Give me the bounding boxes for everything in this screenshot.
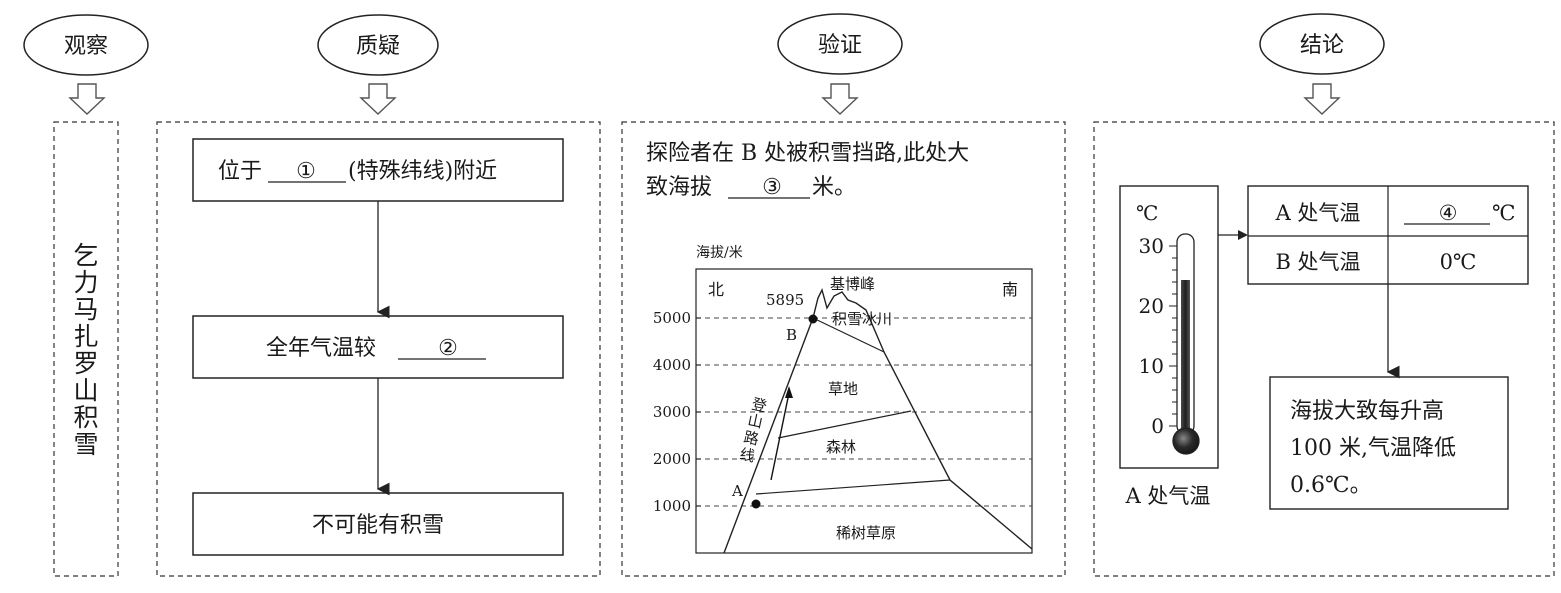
verify-line2-prefix: 致海拔 — [646, 175, 712, 200]
route-char: 山 — [746, 411, 764, 432]
observe-char: 积 — [73, 403, 98, 432]
point-b-label: B — [786, 326, 797, 344]
conclude-panel — [1093, 121, 1555, 577]
north-label: 北 — [708, 280, 724, 299]
lapse-line: 100 米,气温降低 — [1290, 436, 1456, 461]
thermo-tick-label: 20 — [1139, 294, 1164, 318]
table-row1-label: A 处气温 — [1275, 201, 1361, 225]
peak-elevation-label: 5895 — [766, 291, 804, 309]
y-tick-label: 2000 — [653, 450, 691, 468]
thermo-tick-label: 30 — [1139, 234, 1164, 258]
hollow-arrow-down-icon — [1303, 83, 1341, 115]
verify-line2-suffix: 米。 — [812, 175, 856, 200]
y-tick-label: 4000 — [653, 356, 691, 374]
y-tick-label: 3000 — [653, 403, 691, 421]
table-row2-label: B 处气温 — [1275, 250, 1360, 274]
lapse-line: 海拔大致每升高 — [1290, 399, 1444, 424]
question-box-latitude: 位于 ① (特殊纬线)附近 — [192, 138, 564, 202]
route-arrow — [770, 392, 790, 481]
question-box-temperature: 全年气温较 ② — [192, 315, 564, 379]
question-box2-prefix: 全年气温较 — [266, 336, 376, 361]
thermometer-mercury — [1181, 280, 1190, 440]
blank-1: ① — [296, 159, 316, 184]
mountain-outline — [723, 288, 1033, 554]
point-a-label: A — [731, 482, 743, 500]
question-box1-prefix: 位于 — [218, 159, 262, 184]
thermo-unit: ℃ — [1136, 201, 1158, 225]
observe-panel — [53, 121, 119, 577]
question-box1-suffix: (特殊纬线)附近 — [348, 159, 497, 184]
blank-2: ② — [438, 336, 458, 361]
observe-char: 力 — [73, 268, 98, 297]
observe-char: 雪 — [73, 430, 98, 459]
observe-char: 罗 — [73, 349, 98, 378]
zone-grassland-label: 草地 — [828, 380, 858, 398]
point-a-marker — [751, 499, 761, 509]
stage-conclude: 结论 — [1259, 13, 1385, 75]
observe-char: 马 — [73, 295, 98, 324]
blank-4: ④ — [1439, 201, 1458, 225]
temperature-table: A 处气温 ④ ℃ B 处气温 0℃ — [1247, 185, 1529, 285]
verify-panel — [621, 121, 1066, 577]
route-char: 登 — [750, 395, 768, 416]
route-label: 登 山 路 线 — [738, 395, 768, 466]
blank-3: ③ — [762, 175, 782, 200]
hollow-arrow-down-icon — [68, 83, 106, 115]
thermometer-box: ℃ 30 20 10 0 — [1119, 185, 1219, 469]
observe-char: 扎 — [73, 322, 98, 351]
stage-observe-label: 观察 — [64, 34, 108, 59]
question-box-conclusion: 不可能有积雪 — [192, 492, 564, 556]
chart-gridlines — [696, 317, 1032, 507]
observe-vertical-text: 乞 力 马 扎 罗 山 积 雪 — [73, 241, 98, 459]
verify-line1: 探险者在 B 处被积雪挡路,此处大 — [646, 141, 969, 166]
chart-frame — [695, 268, 1033, 554]
zone-glacier-label: 积雪冰川 — [832, 310, 892, 328]
table-row2-value: 0℃ — [1440, 250, 1477, 274]
stage-verify: 验证 — [777, 13, 903, 75]
thermo-caption: A 处气温 — [1125, 484, 1211, 508]
lapse-line: 0.6℃。 — [1290, 473, 1372, 498]
route-char: 路 — [742, 428, 760, 449]
stage-conclude-label: 结论 — [1300, 33, 1344, 58]
hollow-arrow-down-icon — [821, 83, 859, 115]
zone-forest-label: 森林 — [826, 438, 856, 456]
lapse-rate-box: 海拔大致每升高 100 米,气温降低 0.6℃。 — [1269, 376, 1509, 510]
stage-verify-label: 验证 — [818, 33, 862, 58]
stage-observe: 观察 — [23, 14, 149, 76]
observe-char: 乞 — [73, 241, 98, 270]
zone-boundary — [812, 317, 885, 353]
chart-y-axis-title: 海拔/米 — [696, 245, 743, 261]
thermo-tick-label: 10 — [1139, 354, 1164, 378]
observe-char: 山 — [73, 376, 98, 405]
zone-savanna-label: 稀树草原 — [836, 524, 896, 542]
stage-question: 质疑 — [317, 14, 439, 76]
arrow-right-icon — [1238, 230, 1248, 240]
mountain-profile-chart: 海拔/米 5000 4000 3000 2000 1000 北 南 — [653, 245, 1033, 554]
thermometer-bulb — [1172, 427, 1200, 455]
point-b-marker — [808, 314, 818, 324]
y-tick-label: 1000 — [653, 497, 691, 515]
stage-question-label: 质疑 — [356, 34, 400, 59]
hollow-arrow-down-icon — [359, 83, 397, 115]
question-box3-text: 不可能有积雪 — [312, 513, 444, 538]
y-tick-label: 5000 — [653, 309, 691, 327]
thermo-tick-label: 0 — [1151, 414, 1164, 438]
question-panel — [156, 121, 601, 577]
zone-boundary — [777, 410, 912, 439]
table-row1-unit: ℃ — [1492, 201, 1516, 225]
south-label: 南 — [1002, 280, 1018, 299]
route-arrowhead-icon — [785, 386, 793, 398]
zone-boundary — [755, 479, 951, 495]
peak-name-label: 基博峰 — [830, 275, 875, 293]
route-char: 线 — [738, 445, 756, 466]
